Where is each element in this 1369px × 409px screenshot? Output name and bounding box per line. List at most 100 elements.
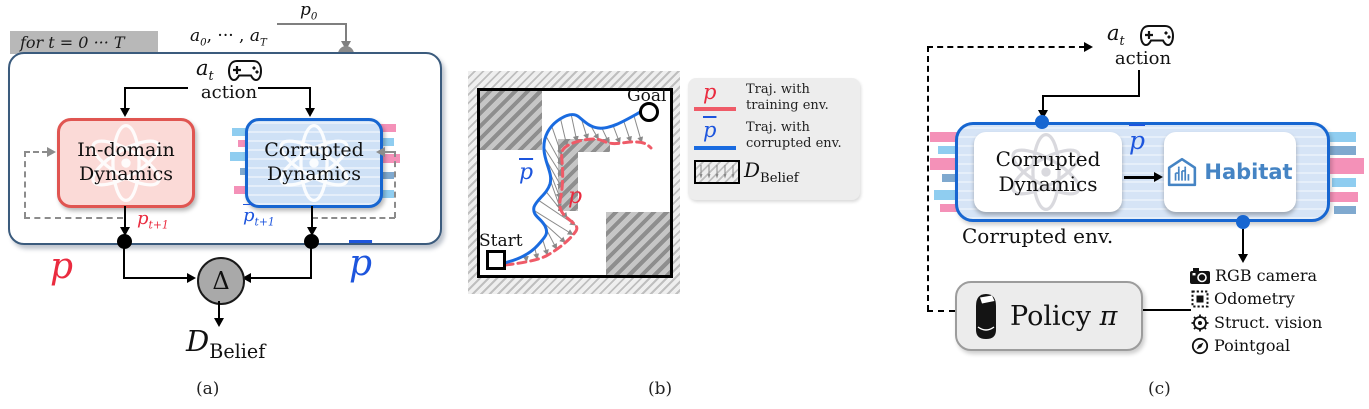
glitch-bar (1322, 132, 1356, 142)
container-output-dot (1236, 215, 1250, 229)
arrowhead (120, 108, 130, 117)
feedback-dashed (394, 151, 396, 218)
atom-icon (1011, 133, 1081, 211)
arrowhead (1238, 254, 1248, 263)
goal-label: Goal (627, 86, 667, 106)
glitch-bar (1328, 146, 1356, 155)
belief-arrow (633, 115, 644, 143)
in-domain-dynamics-box: In-domain Dynamics (57, 118, 195, 208)
glitch-bar (1332, 178, 1356, 187)
habitat-icon (1168, 157, 1197, 187)
arrow-line (309, 87, 311, 109)
arrow-line (251, 277, 311, 279)
arrow-line (1124, 176, 1156, 179)
belief-arrow (590, 125, 600, 140)
atom-icon (279, 124, 349, 202)
map-p-label: p (568, 184, 583, 209)
box-label: Dynamics (266, 163, 362, 185)
belief-arrow (612, 125, 621, 144)
pbar-label: p (349, 243, 373, 284)
sensor-row: RGB camera (1190, 266, 1317, 285)
connector-line (277, 23, 347, 25)
glitch-bar (938, 146, 962, 154)
arrow-line (1138, 70, 1140, 97)
action-var: at (196, 56, 214, 84)
glitch-bar (934, 190, 962, 200)
p-label: p (50, 246, 74, 287)
chip-icon (1191, 290, 1209, 307)
junction-dot (304, 234, 319, 249)
belief-arrow (570, 114, 579, 143)
robot-icon (976, 294, 996, 339)
compass-icon (1191, 337, 1209, 354)
pbar-next-label: pt+1 (243, 205, 275, 229)
arrowhead (341, 41, 351, 50)
corrupted-env-label: Corrupted env. (962, 224, 1114, 248)
feedback-dashed (24, 217, 123, 219)
caption-a: (a) (196, 379, 220, 399)
belief-arrow (560, 118, 569, 147)
box-label: In-domain (77, 139, 175, 162)
p-next-label: pt+1 (137, 208, 169, 232)
glitch-bar (1324, 158, 1364, 174)
atom-icon (91, 124, 161, 202)
arrow-line (1042, 95, 1044, 112)
arrowhead (376, 147, 385, 157)
arrowhead (47, 147, 56, 157)
action-label: action (1114, 48, 1172, 69)
map-obstacle (480, 91, 542, 150)
map-svg (502, 108, 653, 267)
action-var: at (1107, 21, 1125, 49)
glitch-bar (230, 152, 252, 161)
glitch-bar (378, 138, 394, 146)
caption-b: (b) (648, 379, 673, 399)
belief-arrow (542, 239, 549, 256)
start-label: Start (479, 231, 523, 251)
arrowhead (307, 227, 317, 236)
arrow-line (218, 301, 220, 319)
glitch-bar (942, 174, 962, 182)
legend-dbelief-swatch (694, 160, 740, 184)
action-sequence-label: a0, ··· , aT (190, 26, 267, 49)
gamepad-icon (228, 60, 262, 81)
belief-arrow (601, 127, 610, 144)
caption-c: (c) (1148, 379, 1171, 399)
arrow-line (1242, 229, 1244, 255)
sensor-row: Pointgoal (1191, 336, 1290, 355)
camera-icon (1190, 267, 1210, 284)
corrupted-dynamics-box: Corrupted Dynamics (245, 118, 383, 208)
glitch-bar (940, 204, 962, 212)
belief-arrow (551, 125, 563, 156)
belief-arrow (623, 120, 632, 143)
box-label: Dynamics (998, 172, 1098, 196)
arrowhead (1154, 172, 1163, 182)
arrowhead (214, 318, 224, 327)
feedback-dashed (24, 151, 26, 218)
box-label: Corrupted (264, 139, 364, 162)
feedback-dashed (24, 151, 48, 153)
policy-box: Policy π (955, 281, 1143, 351)
start-marker (486, 250, 506, 270)
belief-arrows-mini (699, 165, 735, 179)
belief-arrow (545, 229, 558, 250)
glitch-bar (1334, 206, 1356, 214)
map-obstacle (606, 212, 670, 275)
belief-arrow (580, 118, 589, 140)
arrow-line (124, 87, 188, 89)
legend-p-symbol: p (703, 80, 717, 104)
arrow-line (310, 248, 312, 279)
glitch-bar (374, 190, 394, 198)
gamepad-icon (1140, 25, 1174, 46)
glitch-bar (930, 132, 960, 142)
target-icon (1191, 314, 1209, 331)
legend-dbelief-label: DBelief (744, 158, 799, 186)
arrowhead (242, 273, 251, 283)
delta-node: Δ (197, 257, 245, 305)
box-label: Corrupted (995, 147, 1101, 171)
arrow-line (311, 206, 313, 228)
sensor-row: Odometry (1191, 289, 1295, 308)
legend-red-line (694, 107, 736, 111)
traj-training-path (503, 137, 653, 267)
arrow-line (123, 248, 125, 279)
